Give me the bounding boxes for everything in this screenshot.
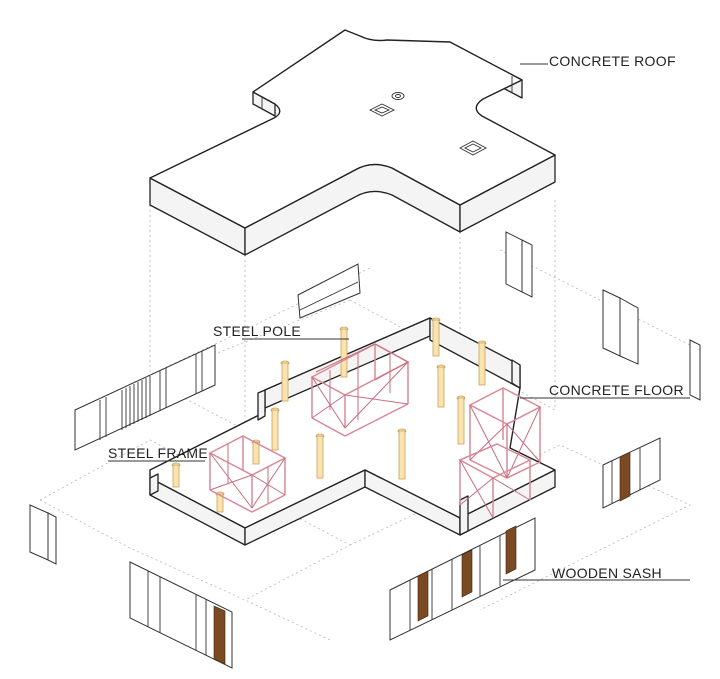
label-concrete-floor: CONCRETE FLOOR xyxy=(549,382,684,398)
steel-pole xyxy=(477,340,487,386)
concrete-roof xyxy=(149,29,556,256)
wooden-sashes xyxy=(213,451,631,665)
label-concrete-roof: CONCRETE ROOF xyxy=(549,53,676,69)
labels: CONCRETE ROOF STEEL POLE CONCRETE FLOOR … xyxy=(108,53,684,581)
wooden-sash xyxy=(619,451,631,502)
steel-poles xyxy=(171,317,487,513)
steel-pole xyxy=(436,364,446,408)
steel-frame-right xyxy=(458,387,542,519)
steel-pole xyxy=(397,428,407,480)
wooden-sash xyxy=(461,549,473,598)
leader-lines xyxy=(108,63,690,581)
wooden-sash xyxy=(417,570,429,622)
steel-pole xyxy=(270,407,280,451)
steel-pole xyxy=(431,317,441,357)
label-wooden-sash: WOODEN SASH xyxy=(552,565,662,581)
steel-pole xyxy=(456,395,466,445)
steel-frame-left xyxy=(208,435,287,513)
label-steel-frame: STEEL FRAME xyxy=(108,445,208,461)
steel-pole xyxy=(280,360,290,402)
steel-pole xyxy=(171,462,181,488)
left-window-mullions xyxy=(99,351,203,440)
wall-panels-upper xyxy=(74,231,701,451)
roof-skylight-openings xyxy=(368,92,487,156)
steel-pole xyxy=(339,326,349,378)
steel-frames xyxy=(208,343,542,519)
wall-panels-lower xyxy=(29,437,661,669)
wooden-sash xyxy=(505,525,517,575)
label-steel-pole: STEEL POLE xyxy=(213,323,301,339)
steel-pole xyxy=(315,433,325,479)
wooden-sash xyxy=(213,605,226,665)
steel-frame-central xyxy=(310,343,410,437)
